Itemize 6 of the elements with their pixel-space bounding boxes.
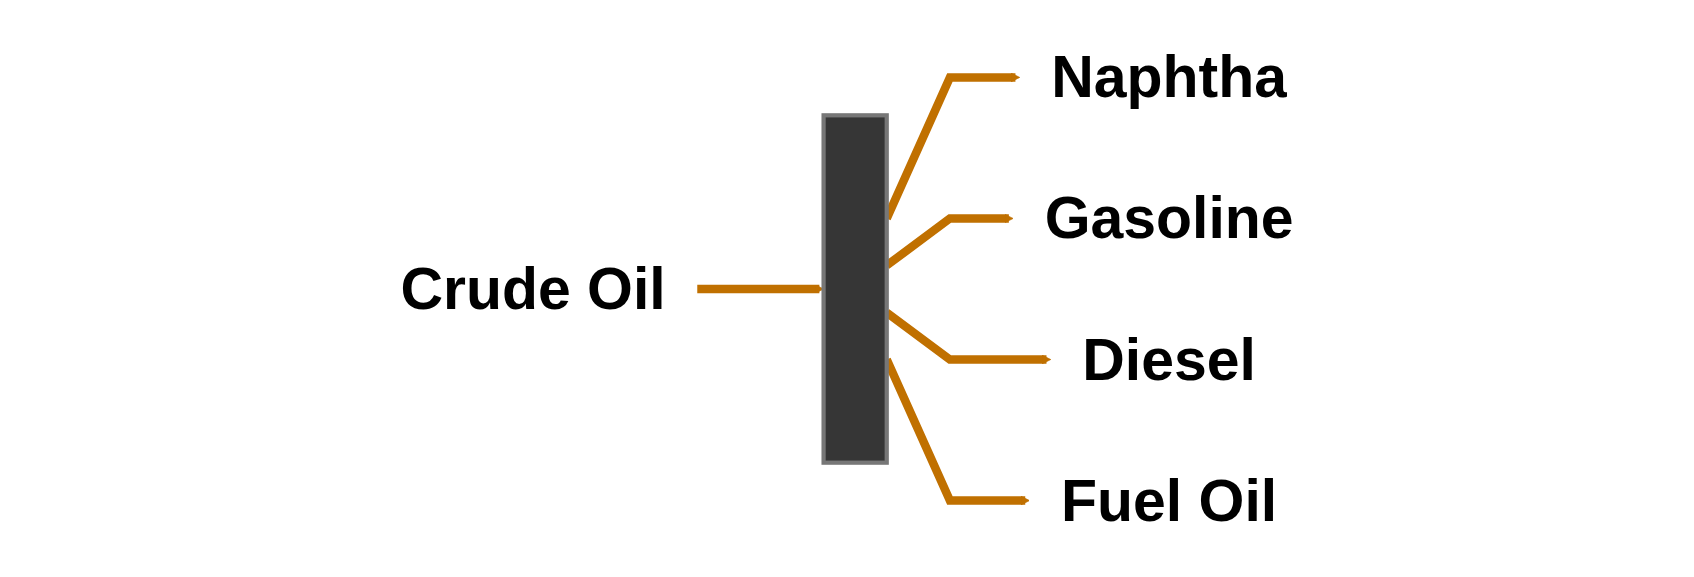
node-text: Fuel Oil — [1061, 466, 1278, 533]
node-box — [821, 112, 889, 465]
node-text: Crude Oil — [400, 254, 666, 322]
node-text: Naphtha — [1051, 43, 1288, 110]
node-text: Diesel — [1082, 325, 1256, 392]
node-text: Gasoline — [1044, 184, 1294, 251]
